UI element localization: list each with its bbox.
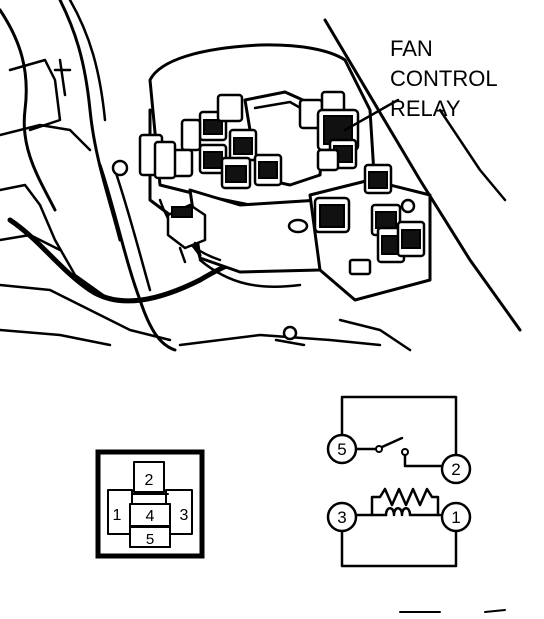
resistor-zigzag-icon: [370, 487, 440, 517]
schematic-frame-bottom: [340, 530, 458, 568]
relay-schematic: 5 2 3 1: [326, 395, 472, 568]
left-hoses: [0, 0, 382, 352]
pin-label-3: 3: [180, 507, 189, 524]
callout-leader-line: [343, 98, 400, 132]
terminal-label-2: 2: [451, 460, 460, 479]
relay-modules: [138, 90, 426, 276]
pin-label-2: 2: [145, 472, 154, 489]
schematic-frame-top: [340, 395, 458, 458]
callout-line-3: RELAY: [390, 96, 461, 121]
callout-line-2: CONTROL: [390, 66, 498, 91]
terminal-5-circle: [326, 433, 358, 465]
pin-label-5: 5: [146, 531, 154, 548]
scan-edge-marks: [399, 609, 506, 613]
terminal-label-1: 1: [451, 508, 460, 527]
switch-blade: [380, 436, 404, 449]
callout-line-1: FAN: [390, 36, 433, 61]
terminal-3-circle: [326, 501, 358, 533]
terminal-label-3: 3: [337, 508, 346, 527]
pin-2-slot: [133, 461, 165, 493]
pin-1-slot: [107, 489, 133, 535]
coil-winding-icon: [384, 507, 442, 517]
switch-contact-left: [375, 445, 383, 453]
fan-control-relay-callout: FAN CONTROL RELAY: [390, 36, 498, 121]
engine-bay-illustration: [0, 0, 522, 352]
terminal-label-5: 5: [337, 440, 346, 459]
hood-panel-lines: [274, 18, 522, 352]
relay-connector-face: 1 2 3 4 5: [95, 449, 205, 559]
pin-label-1: 1: [113, 507, 122, 524]
pin-label-4: 4: [146, 508, 155, 525]
terminal-2-circle: [440, 453, 472, 485]
switch-lead-right: [403, 453, 444, 468]
terminal-1-circle: [440, 501, 472, 533]
